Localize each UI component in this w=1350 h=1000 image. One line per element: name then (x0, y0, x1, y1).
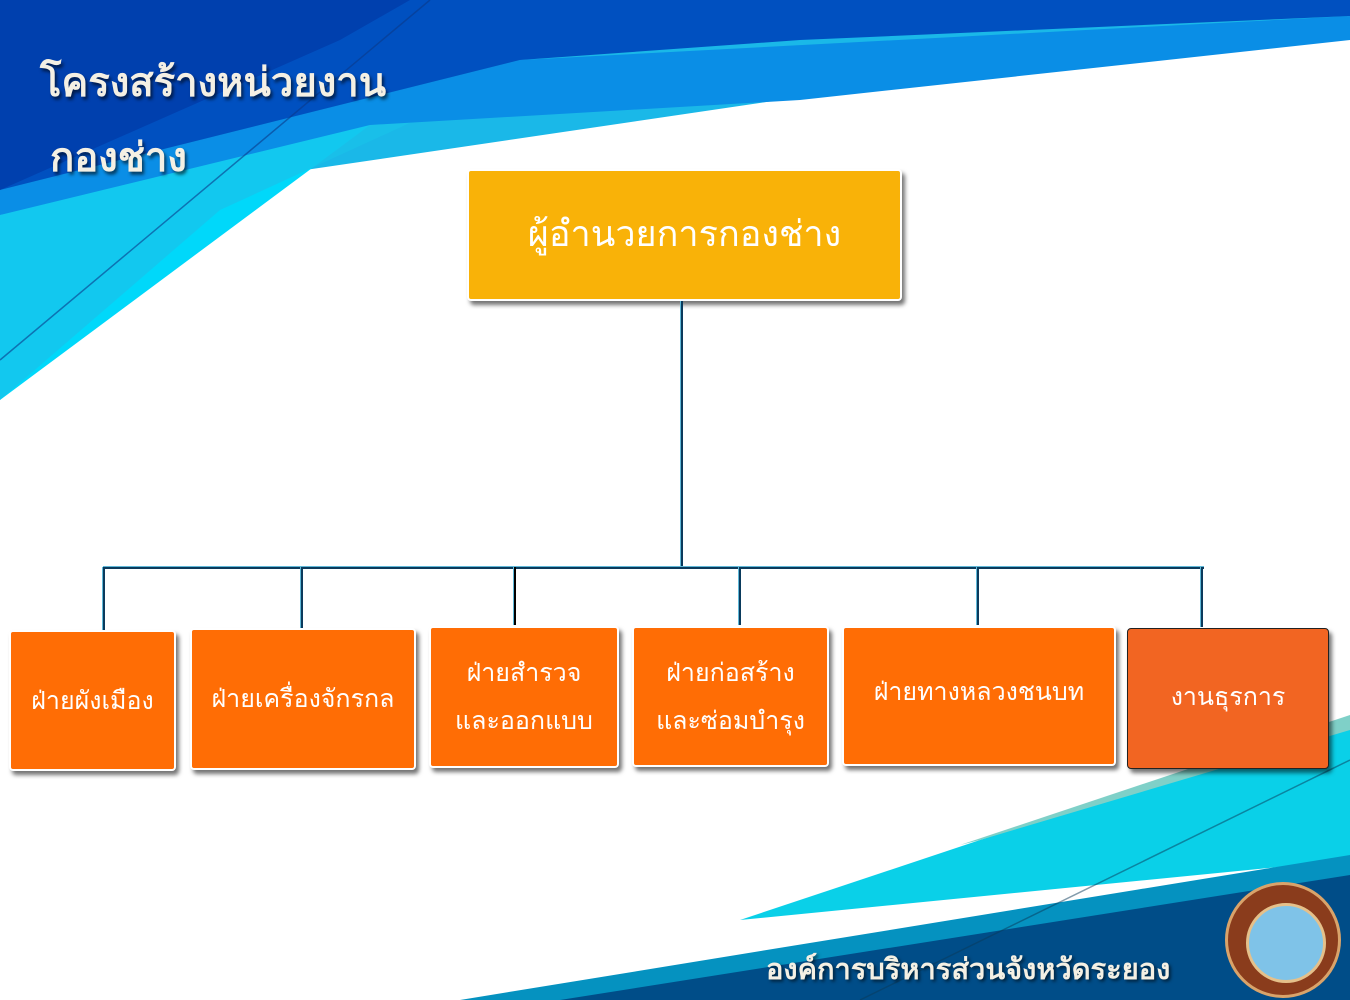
node-label: ฝ่ายเครื่องจักรกล (211, 684, 395, 713)
node-label: ฝ่ายผังเมือง (31, 685, 154, 715)
node-label: และซ่อมบำรุง (656, 705, 805, 735)
organization-seal-icon (1225, 882, 1341, 998)
org-node-administration: งานธุรการ (1127, 628, 1329, 769)
connector (976, 567, 979, 625)
connector-bar (103, 566, 1204, 569)
org-node-machinery: ฝ่ายเครื่องจักรกล (190, 628, 416, 770)
org-node-director: ผู้อำนวยการกองช่าง (467, 169, 902, 301)
node-label: และออกแบบ (455, 706, 593, 735)
node-label: ฝ่ายทางหลวงชนบท (873, 677, 1085, 706)
org-node-construction-maintenance: ฝ่ายก่อสร้างและซ่อมบำรุง (632, 626, 829, 767)
connector (102, 567, 105, 630)
node-label: งานธุรการ (1170, 682, 1286, 711)
node-label: ผู้อำนวยการกองช่าง (527, 214, 842, 255)
org-node-survey-design: ฝ่ายสำรวจและออกแบบ (429, 626, 619, 768)
node-label: ฝ่ายก่อสร้าง (666, 657, 795, 687)
connector (738, 567, 741, 625)
node-label: ฝ่ายสำรวจ (466, 658, 582, 687)
connector-trunk (680, 301, 683, 568)
page-title: โครงสร้างหน่วยงาน (40, 60, 387, 106)
org-node-rural-roads: ฝ่ายทางหลวงชนบท (842, 626, 1116, 766)
connector (300, 567, 303, 628)
connector (1200, 567, 1203, 627)
organization-name: องค์การบริหารส่วนจังหวัดระยอง (766, 952, 1171, 986)
connector (513, 567, 516, 625)
page-subtitle: กองช่าง (50, 135, 187, 181)
org-node-town-planning: ฝ่ายผังเมือง (9, 630, 176, 771)
